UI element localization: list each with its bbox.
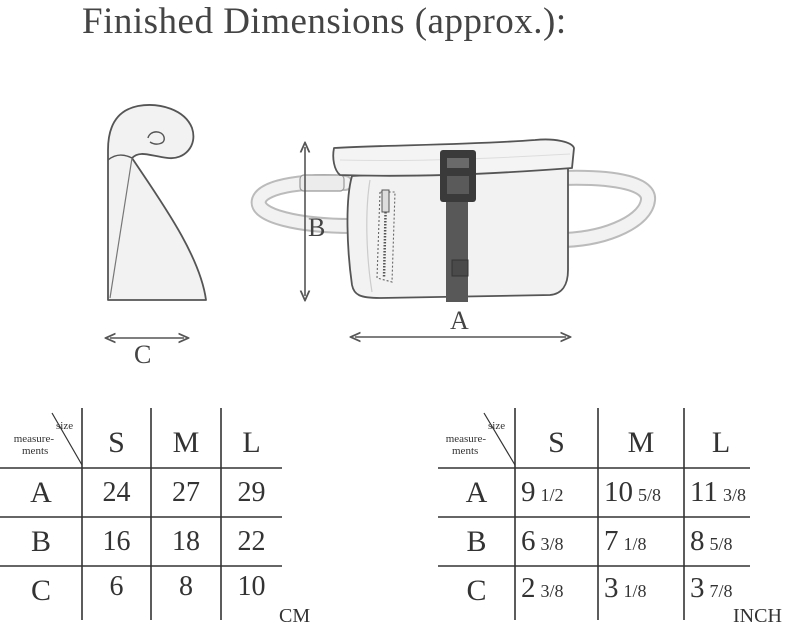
row-label-c: C <box>30 573 51 607</box>
zipper-icon <box>376 189 396 283</box>
row-label-b: B <box>466 524 487 558</box>
corner-size-label: size <box>56 420 74 432</box>
bag-front-view-icon <box>250 138 656 299</box>
buckle-icon <box>440 150 476 302</box>
table-cell: 6 <box>109 570 124 602</box>
corner-measurements-label: measure- ments <box>445 433 486 457</box>
unit-label-inch: INCH <box>733 605 782 627</box>
column-header-s: S <box>108 426 125 459</box>
column-header-l: L <box>711 426 731 459</box>
dimension-label-a: A <box>450 306 469 335</box>
corner-measurements-label: measure- ments <box>13 433 54 457</box>
row-label-a: A <box>30 475 52 509</box>
corner-size-label: size <box>488 420 506 432</box>
cm-table-grid <box>0 408 282 620</box>
column-header-m: M <box>627 426 655 459</box>
table-cell: 27 <box>172 476 200 508</box>
column-header-l: L <box>242 426 261 459</box>
table-cell: 29 <box>237 476 266 508</box>
column-header-s: S <box>548 426 565 459</box>
column-header-m: M <box>172 426 200 459</box>
row-label-c: C <box>466 573 487 607</box>
table-cell: 16 <box>102 525 131 557</box>
bag-side-view-icon <box>107 104 207 301</box>
page-title: Finished Dimensions (approx.): <box>82 1 567 42</box>
table-cell: 10 <box>237 570 266 602</box>
unit-label-cm: CM <box>279 605 311 627</box>
row-label-a: A <box>465 475 488 509</box>
table-cell: 24 <box>102 476 131 508</box>
table-cell: 18 <box>172 525 200 557</box>
dimension-label-c: C <box>134 340 152 369</box>
table-cell: 8 <box>179 570 193 602</box>
table-cell: 22 <box>237 525 266 557</box>
dimension-label-b: B <box>308 213 326 242</box>
row-label-b: B <box>30 524 51 558</box>
inch-table-grid <box>438 408 750 620</box>
